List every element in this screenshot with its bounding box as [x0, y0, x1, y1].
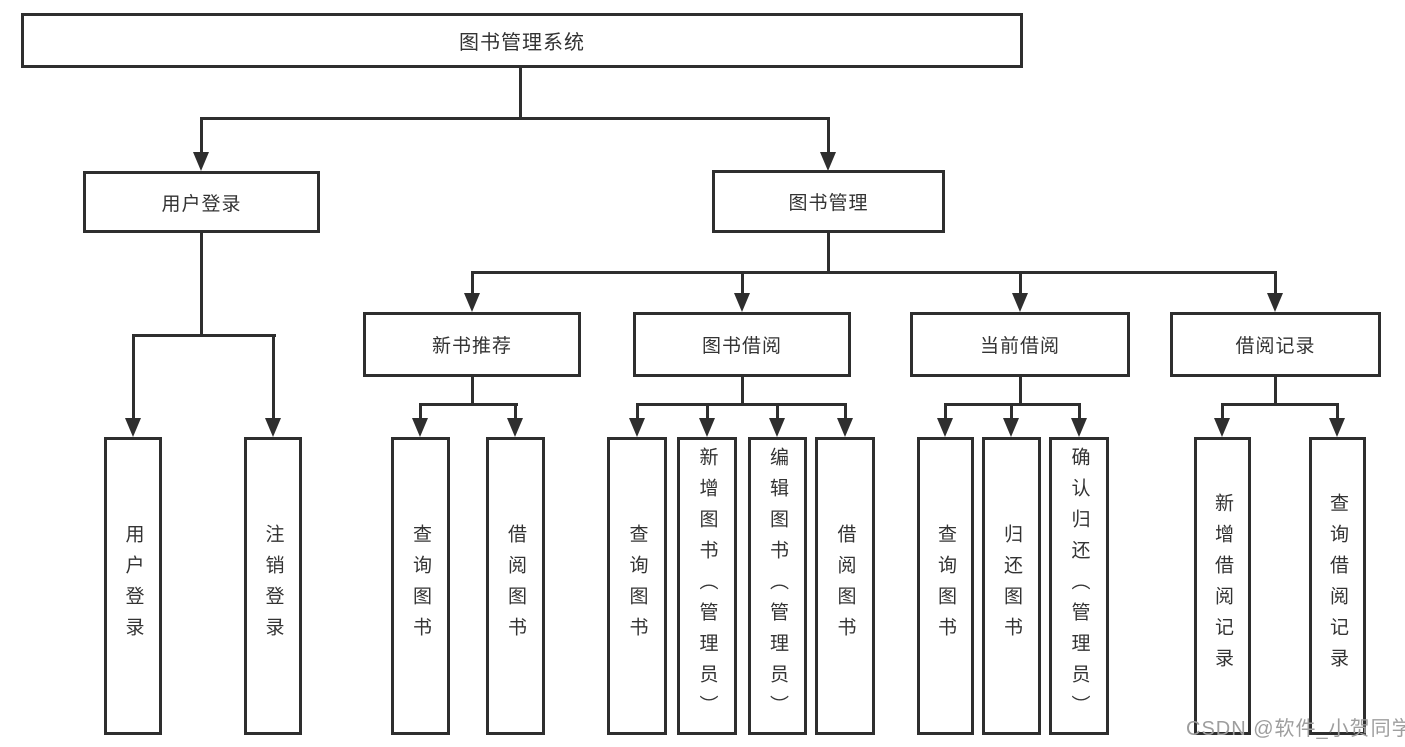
leaf-label: 查询借阅记录 — [1327, 493, 1348, 679]
leaf-add-book-admin: 新增图书（管理员） — [677, 437, 737, 735]
connector-line — [132, 334, 276, 337]
leaf-label: 查询图书 — [410, 524, 431, 648]
leaf-label: 新增借阅记录 — [1212, 493, 1233, 679]
leaf-label: 归还图书 — [1001, 524, 1022, 648]
leaf-label: 借阅图书 — [505, 524, 526, 648]
connector-line — [419, 403, 518, 406]
arrowhead — [769, 418, 785, 437]
leaf-label: 注销登录 — [262, 524, 284, 648]
leaf-query-borrow-record: 查询借阅记录 — [1309, 437, 1366, 735]
arrowhead — [699, 418, 715, 437]
node-label: 图书管理 — [788, 193, 869, 214]
leaf-label: 用户登录 — [122, 524, 144, 648]
node-new-book-recommend: 新书推荐 — [363, 312, 581, 377]
arrowhead — [629, 418, 645, 437]
leaf-label: 确认归还（管理员） — [1068, 446, 1090, 726]
arrowhead — [1003, 418, 1019, 437]
connector-line — [1274, 271, 1277, 294]
leaf-borrow-book: 借阅图书 — [815, 437, 875, 735]
leaf-query-book-current: 查询图书 — [917, 437, 974, 735]
leaf-edit-book-admin: 编辑图书（管理员） — [748, 437, 807, 735]
connector-line — [514, 403, 517, 419]
connector-line — [1221, 403, 1224, 419]
node-borrow-records: 借阅记录 — [1170, 312, 1381, 377]
connector-line — [471, 271, 474, 294]
connector-line — [200, 117, 203, 153]
connector-line — [827, 117, 830, 153]
connector-line — [1019, 377, 1022, 405]
connector-line — [471, 271, 1277, 274]
connector-line — [200, 117, 830, 120]
connector-line — [471, 377, 474, 405]
connector-line — [636, 403, 639, 419]
leaf-borrow-book-recommend: 借阅图书 — [486, 437, 545, 735]
node-label: 用户登录 — [161, 193, 242, 215]
connector-line — [419, 403, 422, 419]
leaf-user-login: 用户登录 — [104, 437, 162, 735]
connector-line — [1336, 403, 1339, 419]
arrowhead — [820, 152, 836, 171]
connector-line — [1019, 271, 1022, 294]
csdn-watermark: CSDN @软件_小贺同学 — [1186, 718, 1405, 740]
arrowhead — [125, 418, 141, 437]
leaf-return-book: 归还图书 — [982, 437, 1041, 735]
leaf-query-book-borrow: 查询图书 — [607, 437, 667, 735]
leaf-label: 新增图书（管理员） — [696, 446, 718, 726]
leaf-label: 编辑图书（管理员） — [767, 446, 788, 726]
arrowhead — [412, 418, 428, 437]
leaf-label: 查询图书 — [626, 524, 648, 648]
arrowhead — [1214, 418, 1230, 437]
arrowhead — [464, 293, 480, 312]
arrowhead — [837, 418, 853, 437]
connector-line — [706, 403, 709, 419]
node-label: 图书借阅 — [701, 336, 782, 357]
node-book-management: 图书管理 — [712, 170, 945, 233]
connector-line — [519, 68, 522, 118]
arrowhead — [937, 418, 953, 437]
connector-line — [827, 233, 830, 273]
connector-line — [200, 233, 203, 336]
node-current-borrow: 当前借阅 — [910, 312, 1130, 377]
arrowhead — [265, 418, 281, 437]
connector-line — [741, 271, 744, 294]
node-label: 图书管理系统 — [459, 32, 585, 54]
leaf-label: 借阅图书 — [834, 524, 856, 648]
connector-line — [272, 334, 275, 419]
arrowhead — [1329, 418, 1345, 437]
connector-line — [1010, 403, 1013, 419]
arrowhead — [1012, 293, 1028, 312]
connector-line — [944, 403, 947, 419]
leaf-confirm-return-admin: 确认归还（管理员） — [1049, 437, 1109, 735]
connector-line — [844, 403, 847, 419]
connector-line — [1221, 403, 1339, 406]
node-book-borrow: 图书借阅 — [633, 312, 851, 377]
connector-line — [1274, 377, 1277, 405]
leaf-logout: 注销登录 — [244, 437, 302, 735]
arrowhead — [734, 293, 750, 312]
arrowhead — [193, 152, 209, 171]
connector-line — [776, 403, 779, 419]
arrowhead — [1071, 418, 1087, 437]
leaf-label: 查询图书 — [935, 524, 956, 648]
node-label: 借阅记录 — [1235, 336, 1316, 357]
connector-line — [132, 334, 135, 419]
leaf-add-borrow-record: 新增借阅记录 — [1194, 437, 1251, 735]
node-label: 新书推荐 — [431, 336, 512, 357]
leaf-query-book-recommend: 查询图书 — [391, 437, 450, 735]
arrowhead — [507, 418, 523, 437]
node-label: 当前借阅 — [979, 336, 1060, 357]
connector-line — [741, 377, 744, 405]
node-user-login: 用户登录 — [83, 171, 320, 233]
arrowhead — [1267, 293, 1283, 312]
node-library-management-system: 图书管理系统 — [21, 13, 1023, 68]
connector-line — [636, 403, 847, 406]
connector-line — [1078, 403, 1081, 419]
